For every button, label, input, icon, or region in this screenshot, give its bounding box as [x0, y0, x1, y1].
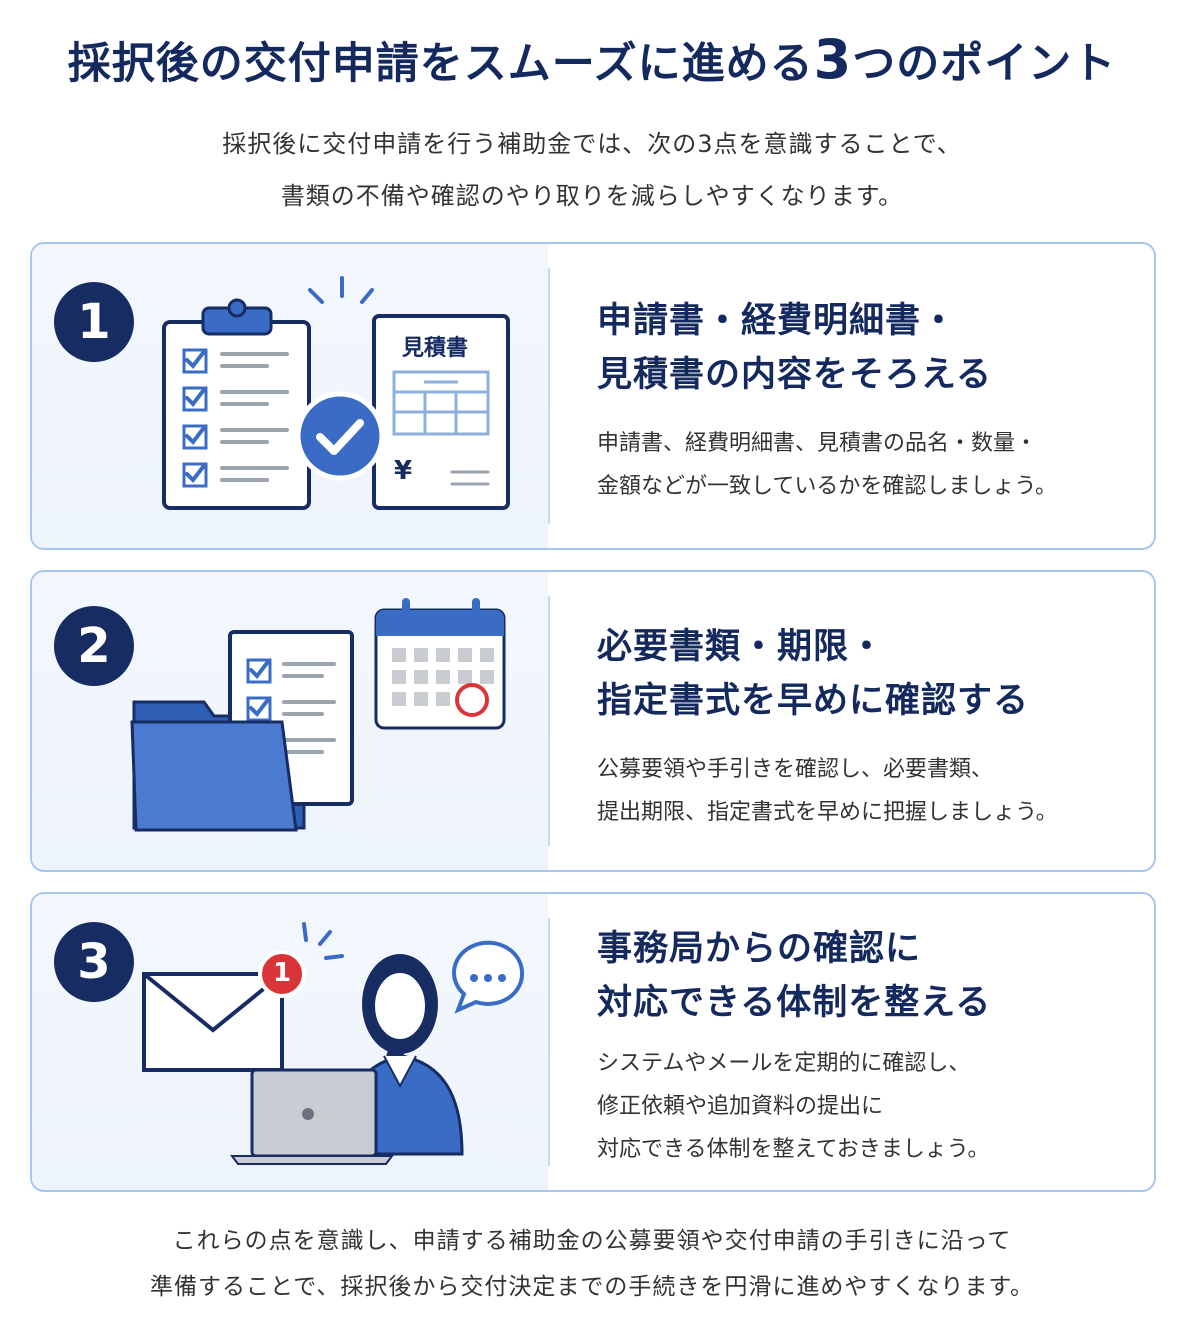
card-title: 申請書・経費明細書・ 見積書の内容をそろえる: [597, 301, 992, 395]
number-badge: 1: [54, 282, 134, 362]
card-description: 申請書、経費明細書、見積書の品名・数量・ 金額などが一致しているかを確認しましょ…: [597, 431, 1058, 499]
card-title: 必要書類・期限・ 指定書式を早めに確認する: [597, 627, 1030, 721]
page-title: 採択後の交付申請をスムーズに進める3つのポイント: [0, 28, 1184, 91]
footer-text: これらの点を意識し、申請する補助金の公募要領や交付申請の手引きに沿って 準備する…: [149, 1228, 1035, 1300]
intro-text: 採択後に交付申請を行う補助金では、次の3点を意識することで、 書類の不備や確認の…: [0, 118, 1184, 222]
number-badge: 2: [54, 606, 134, 686]
card-description: 公募要領や手引きを確認し、必要書類、 提出期限、指定書式を早めに把握しましょう。: [597, 757, 1058, 825]
folder-icon: [130, 720, 298, 832]
notification-count: 1: [272, 958, 292, 988]
notification-badge-icon: [258, 950, 306, 998]
person-with-laptop-icon: [142, 922, 525, 1165]
card-divider: [548, 918, 550, 1166]
intro-line-2: 書類の不備や確認のやり取りを減らしやすくなります。: [280, 182, 904, 210]
envelope-icon: [142, 972, 284, 1072]
intro-line-1: 採択後に交付申請を行う補助金では、次の3点を意識することで、: [222, 130, 962, 158]
number-badge: 3: [54, 922, 134, 1002]
folder-and-calendar-icons: [130, 598, 506, 832]
yen-symbol: ¥: [394, 456, 413, 486]
estimate-label: 見積書: [402, 336, 469, 361]
point-card-2: 2 必要書類・期限・ 指定書式を早めに確認する: [30, 570, 1156, 872]
card-divider: [548, 596, 550, 846]
title-number: 3: [813, 28, 853, 91]
point-card-1: 1: [30, 242, 1156, 550]
title-main: 採択後の交付申請をスムーズに進める: [67, 39, 814, 89]
card-divider: [548, 268, 550, 524]
check-circle-icon: [295, 391, 385, 481]
card-description: システムやメールを定期的に確認し、 修正依頼や追加資料の提出に 対応できる体制を…: [597, 1051, 990, 1162]
point-card-3: 3 1 事務局からの確認に 対応できる体制を整える システムやメールを定期的に確…: [30, 892, 1156, 1192]
checklist-clipboard-icon: [162, 276, 510, 510]
card-title: 事務局からの確認に 対応できる体制を整える: [597, 929, 992, 1023]
title-suffix: つのポイント: [852, 39, 1117, 89]
